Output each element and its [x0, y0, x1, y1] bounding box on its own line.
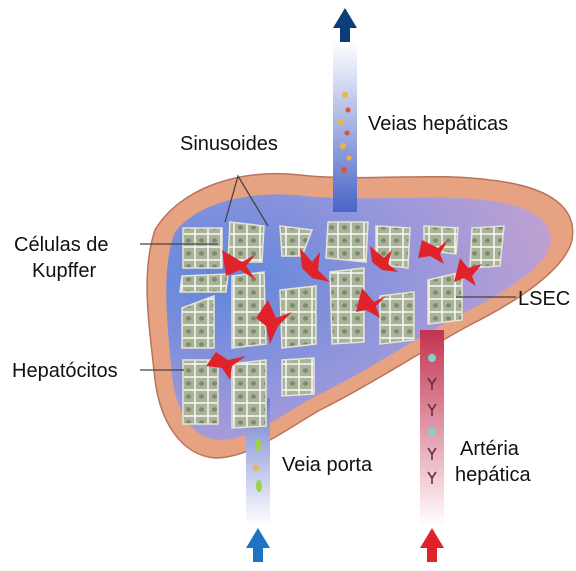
label-sinusoides: Sinusoides — [180, 132, 278, 156]
plate — [282, 358, 314, 396]
label-arteria-line2: hepática — [455, 463, 531, 487]
hepatic-vein — [333, 42, 357, 212]
plate — [380, 292, 414, 344]
plate — [232, 272, 266, 348]
label-veias-hepaticas: Veias hepáticas — [368, 112, 508, 136]
arrow-up-portal — [246, 528, 270, 562]
plate — [183, 228, 222, 268]
plate — [228, 222, 264, 262]
arrow-up-artery — [420, 528, 444, 562]
plate — [232, 360, 266, 428]
plate — [470, 226, 504, 268]
plate — [180, 274, 228, 292]
label-arteria-line1: Artéria — [460, 437, 519, 461]
label-celulas-line1: Células de — [14, 233, 109, 257]
label-celulas-line2: Kupffer — [32, 259, 96, 283]
plate — [183, 360, 218, 424]
arrow-up-hepatic-vein — [333, 8, 357, 42]
label-lsec: LSEC — [518, 287, 570, 311]
label-veia-porta: Veia porta — [282, 453, 372, 477]
plate — [326, 222, 368, 262]
label-hepatocitos: Hepatócitos — [12, 359, 118, 383]
